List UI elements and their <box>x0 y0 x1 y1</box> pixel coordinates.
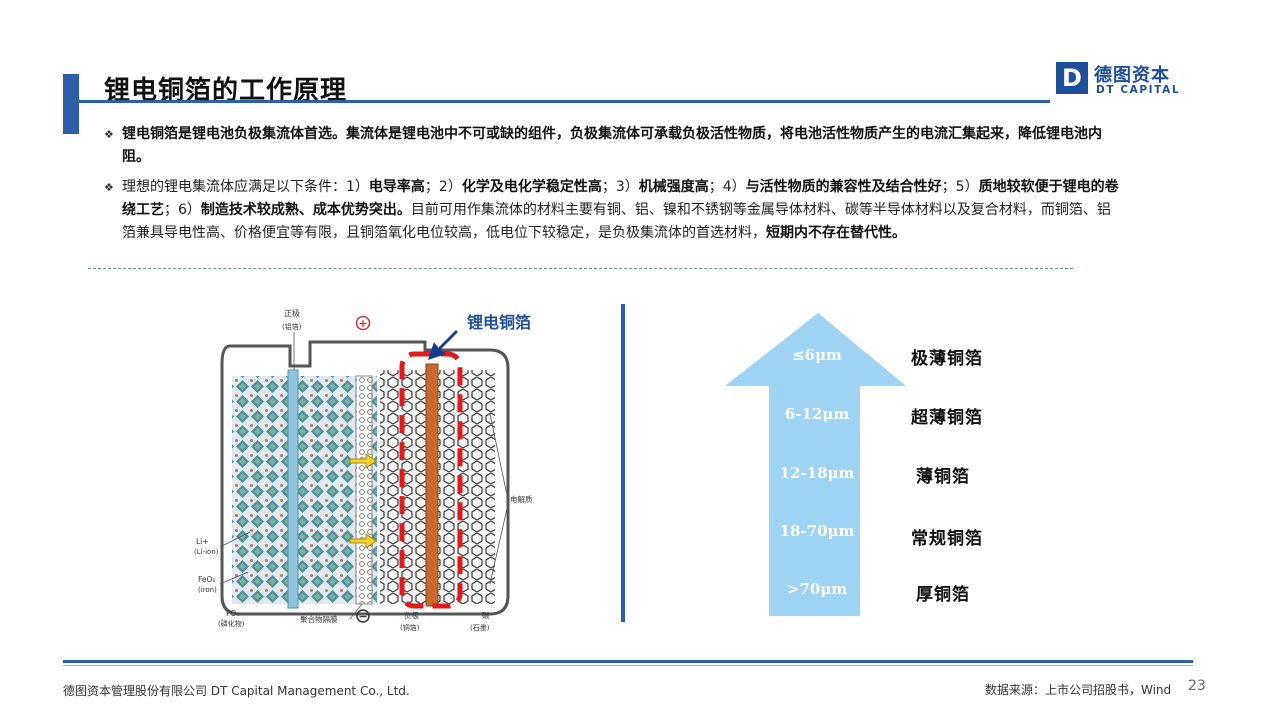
separator-label: 聚合物隔膜 <box>300 614 338 624</box>
ion-arrows <box>349 453 377 549</box>
thickness-arrow-chart: ≤6μm 6-12μm 12-18μm 18-70μm >70μm <box>720 310 920 622</box>
foil-category-label: 薄铜箔 <box>916 467 970 487</box>
thickness-range-label: 12-18μm <box>779 464 855 482</box>
minus-sign: − <box>358 610 367 623</box>
condition-sep: ；2） <box>424 179 462 195</box>
dashed-separator <box>88 268 1073 269</box>
condition-2: 化学及电化学稳定性高 <box>461 179 602 195</box>
logo-mark-icon: D <box>1056 62 1088 94</box>
logo-chinese-name: 德图资本 <box>1094 65 1170 86</box>
cathode-material <box>232 376 377 604</box>
condition-6: 制造技术较成熟、成本优势突出。 <box>200 202 411 218</box>
callout-label: 锂电铜箔 <box>467 313 531 332</box>
title-accent-bar <box>63 74 79 134</box>
positive-sub-label: (铝箔) <box>282 322 302 331</box>
copper-foil <box>425 363 439 607</box>
conditions-intro: 理想的锂电集流体应满足以下条件：1） <box>122 179 369 195</box>
condition-4: 与活性物质的兼容性及结合性好 <box>745 179 942 195</box>
polymer-separator <box>355 375 373 605</box>
condition-sep: ；4） <box>708 179 746 195</box>
li-ion-sub-label: (Li-ion) <box>194 548 219 556</box>
condition-sep: ；3） <box>601 179 639 195</box>
diamond-bullet-icon: ❖ <box>104 128 114 141</box>
thickness-range-label: 18-70μm <box>779 522 855 540</box>
li-ion-label: Li+ <box>196 537 209 546</box>
bullet-text: 锂电铜箔是锂电池负极集流体首选。集流体是锂电池中不可或缺的组件，负极集流体可承载… <box>122 126 1102 165</box>
footer-rule <box>63 660 1193 663</box>
thickness-range-label: ≤6μm <box>792 346 842 364</box>
po-label: PO₄ <box>226 609 239 618</box>
electrolyte-label: 电解质 <box>510 494 533 504</box>
negative-terminal-icon <box>356 609 370 623</box>
condition-sep: ；6） <box>164 202 201 218</box>
bullet-ideal-conditions: ❖ 理想的锂电集流体应满足以下条件：1）电导率高；2）化学及电化学稳定性高；3）… <box>104 176 1119 245</box>
diamond-bullet-icon: ❖ <box>104 181 114 194</box>
thickness-range-label: 6-12μm <box>784 405 850 423</box>
plus-sign: + <box>358 317 367 330</box>
negative-sub-label: (铜箔) <box>400 623 420 632</box>
carbon-label: 碳 <box>482 610 490 620</box>
no-substitute-text: 短期内不存在替代性。 <box>766 225 906 241</box>
foil-category-label: 极薄铜箔 <box>911 349 983 369</box>
positive-terminal-icon <box>355 315 371 331</box>
footer-rule-thin <box>63 665 1193 666</box>
vertical-divider <box>621 304 625 622</box>
footer-source: 数据来源：上市公司招股书，Wind <box>985 683 1172 697</box>
feo-label: FeO₆ <box>198 575 215 584</box>
aluminum-foil <box>287 369 299 609</box>
carbon-sub-label: (石墨) <box>470 624 490 632</box>
condition-1: 电导率高 <box>368 179 425 195</box>
negative-label: 负极 <box>404 610 419 620</box>
materials-text: 目前可用作集流体的材料主要有铜、铝、镍和不锈钢等金属导体材料、碳等半导体材料以及… <box>122 202 1111 241</box>
condition-5: 质地较软便于锂电的卷绕工艺 <box>122 179 1119 218</box>
page-number: 23 <box>1188 678 1206 694</box>
po-sub-label: (磷化物) <box>218 619 245 628</box>
battery-diagram: 锂电铜箔 正极 (铝箔) + Li+ (Li-ion) FeO₆ (iron) … <box>194 308 533 632</box>
condition-sep: ；5） <box>941 179 979 195</box>
positive-label: 正极 <box>284 308 300 318</box>
logo-english-name: DT CAPITAL <box>1096 84 1181 96</box>
condition-3: 机械强度高 <box>638 179 709 195</box>
feo-sub-label: (iron) <box>198 586 217 594</box>
bullet-collector-choice: ❖ 锂电铜箔是锂电池负极集流体首选。集流体是锂电池中不可或缺的组件，负极集流体可… <box>104 123 1119 169</box>
title-underline <box>63 100 1050 103</box>
footer-company: 德图资本管理股份有限公司 DT Capital Management Co., … <box>63 684 410 698</box>
battery-casing <box>220 340 510 616</box>
dt-capital-logo: D 德图资本 DT CAPITAL <box>1056 61 1191 101</box>
foil-category-label: 厚铜箔 <box>916 585 970 605</box>
up-arrow-icon <box>725 313 906 616</box>
callout-arrow-icon <box>428 330 458 360</box>
foil-category-label: 常规铜箔 <box>911 529 983 549</box>
foil-category-label: 超薄铜箔 <box>911 408 983 428</box>
thickness-range-label: >70μm <box>786 580 848 598</box>
